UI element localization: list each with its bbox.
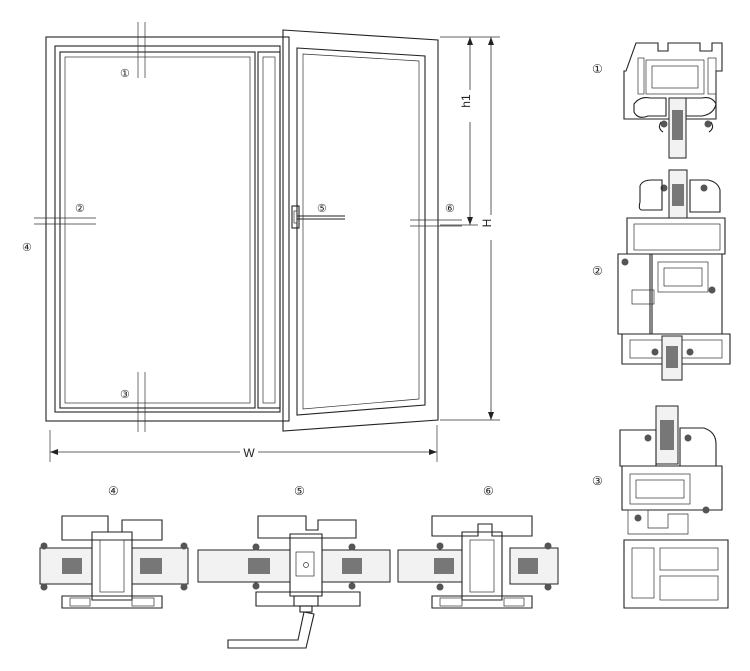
- svg-text:①: ①: [120, 68, 130, 80]
- svg-text:②: ②: [75, 203, 85, 215]
- cut-marker-6: ⑥: [410, 203, 462, 227]
- svg-text:⑤: ⑤: [294, 484, 305, 498]
- fixed-frame: [45, 36, 290, 422]
- width-label: W: [243, 446, 255, 460]
- svg-text:①: ①: [592, 62, 603, 76]
- svg-text:②: ②: [592, 264, 603, 278]
- dimension-sash-height: h1: [440, 37, 478, 226]
- window-handle-icon: [291, 205, 345, 229]
- cut-marker-2: ②: [34, 203, 96, 225]
- cut-marker-5: ⑤: [317, 203, 327, 215]
- cut-marker-3: ③: [120, 372, 146, 432]
- cut-marker-4: ④: [22, 242, 32, 254]
- cut-marker-1: ①: [120, 22, 146, 80]
- section-1-profile: ①: [592, 42, 723, 159]
- svg-text:③: ③: [120, 389, 130, 401]
- handle-section-icon: [227, 595, 319, 649]
- svg-text:③: ③: [592, 474, 603, 488]
- section-4-profile: ④: [39, 484, 189, 609]
- open-sash: [282, 29, 439, 432]
- section-5-profile: ⑤: [197, 484, 391, 649]
- dimension-width: W: [49, 425, 438, 462]
- height-label: H: [480, 219, 494, 228]
- sash-height-label: h1: [459, 94, 473, 108]
- svg-text:④: ④: [108, 484, 119, 498]
- section-2-profile: ②: [592, 169, 731, 381]
- section-6-profile: ⑥: [397, 484, 559, 609]
- section-3-profile: ③: [592, 405, 729, 609]
- svg-text:⑥: ⑥: [483, 484, 494, 498]
- svg-text:⑥: ⑥: [445, 203, 455, 215]
